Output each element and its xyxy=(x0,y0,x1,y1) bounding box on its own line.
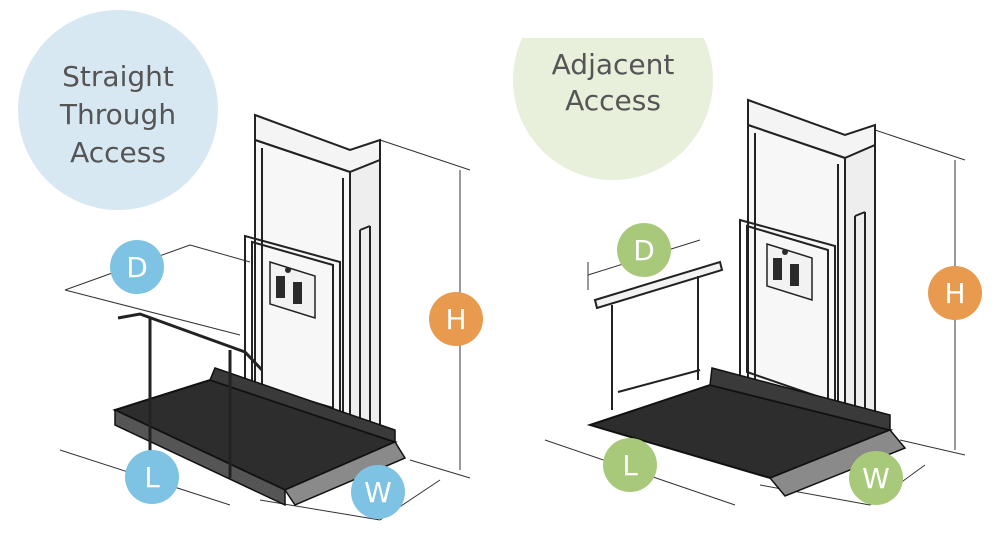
straight-through-width-label: W xyxy=(364,476,392,509)
straight-through-control-panel xyxy=(269,260,316,320)
adjacent-title-line-1: Adjacent xyxy=(552,48,675,81)
adjacent-length-badge: L xyxy=(603,438,657,492)
adjacent-panel: Adjacent Access xyxy=(500,0,982,506)
adjacent-length-label: L xyxy=(622,449,638,482)
straight-through-height-label: H xyxy=(445,303,466,336)
adjacent-platform xyxy=(586,367,907,497)
straight-through-title-line-3: Access xyxy=(70,136,166,169)
straight-through-title-line-1: Straight xyxy=(62,60,174,93)
adjacent-title-line-2: Access xyxy=(565,84,661,117)
adjacent-control-panel xyxy=(766,242,813,302)
straight-through-platform xyxy=(112,367,407,507)
adjacent-title-bubble xyxy=(513,0,713,180)
straight-through-title-line-2: Through xyxy=(59,98,176,131)
adjacent-height-badge: H xyxy=(928,266,982,320)
adjacent-depth-label: D xyxy=(633,234,655,267)
adjacent-depth-badge: D xyxy=(617,223,671,277)
straight-through-width-badge: W xyxy=(351,465,405,519)
adjacent-width-badge: W xyxy=(849,451,903,505)
adjacent-height-label: H xyxy=(944,277,965,310)
straight-through-length-label: L xyxy=(144,461,160,494)
straight-through-depth-badge: D xyxy=(110,240,164,294)
straight-through-length-badge: L xyxy=(125,450,179,504)
adjacent-width-label: W xyxy=(862,462,890,495)
straight-through-height-badge: H xyxy=(429,292,483,346)
adjacent-side-gate xyxy=(593,260,724,410)
straight-through-title-bubble xyxy=(18,10,218,210)
straight-through-depth-label: D xyxy=(126,251,148,284)
straight-through-handrail xyxy=(117,312,264,478)
straight-through-panel: Straight Through Access xyxy=(18,10,483,521)
